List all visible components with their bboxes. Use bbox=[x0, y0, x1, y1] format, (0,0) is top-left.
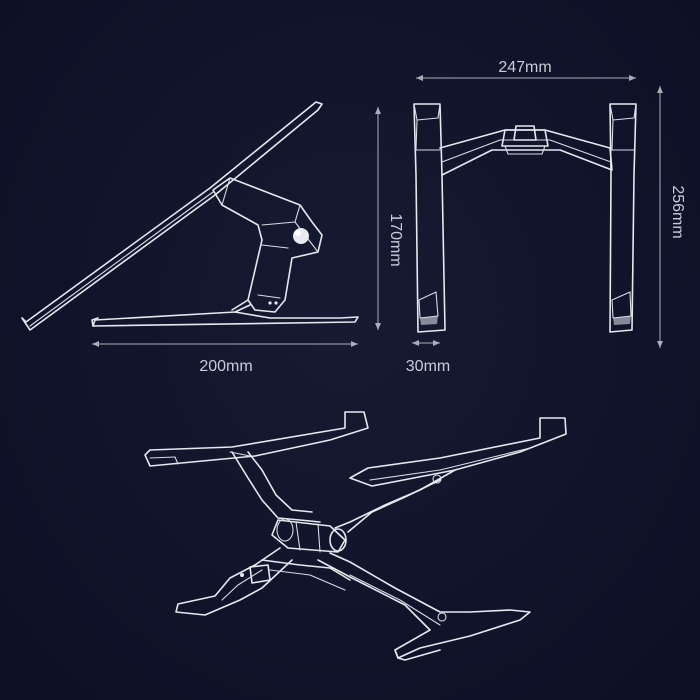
dimension-front-width: 247mm bbox=[416, 59, 636, 81]
perspective-view bbox=[144, 411, 567, 661]
front-width-label: 247mm bbox=[498, 59, 551, 76]
dimension-front-height: 256mm bbox=[657, 86, 686, 348]
dimension-front-depth: 30mm bbox=[406, 340, 450, 375]
dimension-side-width: 200mm bbox=[92, 341, 358, 375]
front-depth-label: 30mm bbox=[406, 358, 450, 375]
side-view bbox=[21, 101, 359, 331]
front-height-label: 256mm bbox=[669, 185, 686, 238]
front-view bbox=[413, 103, 637, 333]
side-width-label: 200mm bbox=[199, 358, 252, 375]
dimension-side-height: 170mm bbox=[375, 107, 404, 330]
side-height-label: 170mm bbox=[387, 213, 404, 266]
